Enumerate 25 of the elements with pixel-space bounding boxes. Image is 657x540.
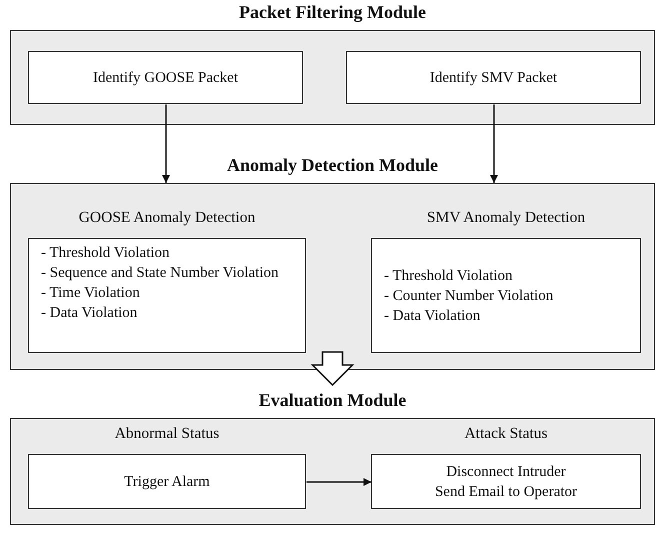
box-heading: SMV Anomaly Detection xyxy=(426,209,586,227)
block-arrow xyxy=(310,351,354,386)
box-text: Identify GOOSE Packet xyxy=(92,68,239,88)
list-item: - Counter Number Violation xyxy=(383,286,554,306)
module-title: Anomaly Detection Module xyxy=(226,155,439,176)
module-title: Evaluation Module xyxy=(258,390,408,411)
box-text: Trigger Alarm xyxy=(123,472,211,492)
module-title: Packet Filtering Module xyxy=(238,2,427,23)
box-text: Disconnect Intruder xyxy=(445,462,567,482)
arrow xyxy=(162,104,170,183)
box-text: Identify SMV Packet xyxy=(428,68,558,88)
list-item: - Sequence and State Number Violation xyxy=(40,264,280,283)
box-heading: Abnormal Status xyxy=(114,425,220,443)
list-item: - Data Violation xyxy=(40,304,138,323)
list-item: - Data Violation xyxy=(383,306,482,326)
box-heading: Attack Status xyxy=(463,425,549,443)
list-item: - Time Violation xyxy=(40,284,141,303)
process-box xyxy=(28,51,303,104)
box-text: Send Email to Operator xyxy=(434,482,578,502)
box-heading: GOOSE Anomaly Detection xyxy=(78,209,256,227)
list-item: - Threshold Violation xyxy=(383,266,514,286)
process-box xyxy=(346,51,641,104)
arrow xyxy=(490,104,498,183)
list-item: - Threshold Violation xyxy=(40,244,171,263)
arrow xyxy=(306,478,372,486)
